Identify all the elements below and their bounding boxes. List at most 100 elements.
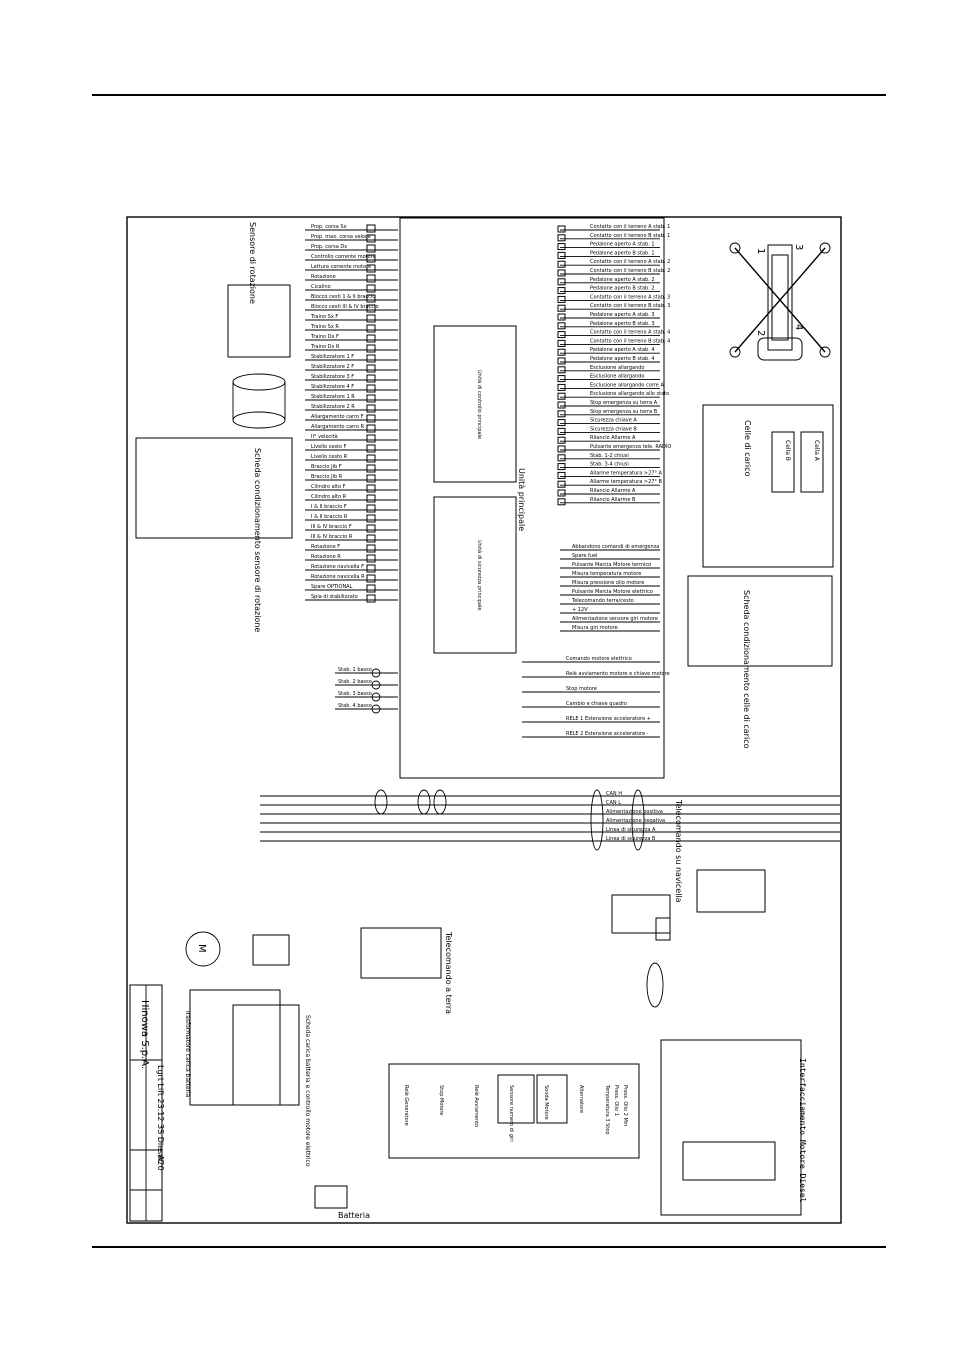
bus-label: Alimentazione negativa	[606, 818, 665, 824]
output-label: Prop. corsa Sx	[311, 224, 347, 230]
input-label: Contatto con il terreno B stab. 3	[590, 303, 670, 309]
output-label: Stabilizzatore 2 F	[311, 364, 354, 370]
output-label: Traino Sx F	[310, 314, 338, 320]
main-unit-label: Unità principale	[517, 468, 526, 531]
relay-label: Stop motore	[566, 686, 597, 692]
header-rule	[92, 94, 886, 96]
input-label: Pedalone aperto B stab. 3	[590, 321, 655, 327]
input-label: Contatto con il terreno B stab. 1	[590, 233, 670, 239]
input-label: Esclusione allargando	[590, 365, 644, 371]
input-label: Stop emergenza su terra B	[590, 409, 658, 415]
input-label: Stab. 3-4 chiusi	[590, 462, 629, 468]
bottom-relay-label: Stop Motore	[438, 1085, 444, 1115]
remote-ground-label: Telecomando a terra	[444, 931, 453, 1014]
output-label: Stabilizzatore 3 F	[311, 374, 354, 380]
load-board-label: Scheda condizionamento celle di carico	[742, 590, 751, 749]
motor-symbol: M	[196, 944, 207, 953]
input-label: Contatto con il terreno A stab. 2	[590, 259, 670, 265]
power-section: M Trasformatore carica batteria Scheda c…	[184, 931, 370, 1220]
drawing-frame	[126, 216, 842, 1224]
remote-radio-label: Telecomando su navicella	[674, 799, 683, 903]
input-c-label: Abbandono comandi di emergenza	[572, 544, 659, 550]
input-c-label: Spare fuel	[572, 553, 597, 559]
output-label: Traino Dx F	[310, 334, 339, 340]
bus-label: CAN L	[606, 800, 621, 806]
model-name: Lgrt Lift 23.12 3S Diesel	[156, 1065, 165, 1161]
input-label: Pedalone aperto B stab. 2	[590, 286, 655, 292]
relay-label: RELE 1 Estensione acceleratore +	[566, 716, 651, 722]
input-label: Contatto con il terreno A stab. 3	[590, 294, 670, 300]
output-label: Blocco cesti III & IV braccio	[311, 304, 379, 310]
output-label: Rotazione navicella F	[311, 564, 364, 570]
lamp-label: Stab. 3 basso	[338, 691, 372, 697]
cell-a-label: Cella A	[813, 440, 820, 462]
outrigger-1: 1	[755, 248, 766, 254]
input-label: Rilancio Allarme B	[590, 497, 636, 503]
load-cells-label: Celle di carico	[743, 420, 752, 476]
output-label: III & IV braccio F	[311, 524, 352, 530]
relay-label: Comando motore elettrico	[566, 656, 632, 662]
motor-interlock: Interfacciamento Motore Diesel	[660, 1039, 807, 1216]
bus-label: Linea di sicurezza B	[606, 836, 656, 842]
output-label: Spare OPTIONAL	[311, 584, 353, 590]
remote-radio: Telecomando su navicella	[611, 799, 766, 1008]
input-c-label: Pulsante Marcia Motore elettrico	[572, 589, 653, 595]
outrigger-icon: 1 2 3 4	[729, 242, 831, 361]
bus-label: Alimentazione positiva	[606, 809, 663, 815]
bus-label: Linea di sicurezza A	[606, 827, 656, 833]
input-c-label: Alimentazione sensore giri motore	[572, 616, 658, 622]
output-label: I & II braccio R	[311, 514, 348, 520]
bottom-relay-label: Sensore numero di giri	[508, 1085, 514, 1142]
input-label: Contatto con il terreno A stab. 4	[590, 330, 670, 336]
bottom-relay-label: Relè Avviamento	[473, 1085, 480, 1127]
input-label: Esclusione allargando allo stato	[590, 391, 669, 397]
cell-b-label: Cella B	[784, 440, 791, 461]
output-label: Stabilizzatore 2 R	[311, 404, 355, 410]
rotation-board-label: Scheda condizionamento sensore di rotazi…	[253, 448, 262, 632]
outrigger-3: 3	[793, 244, 804, 250]
input-label: Sicurezza chiave B	[590, 426, 637, 432]
input-label: Stab. 1-2 chiusi	[590, 453, 629, 459]
output-label: Stabilizzatore 1 R	[311, 394, 355, 400]
output-label: Controllo corrente motore	[311, 254, 376, 260]
input-label: Pedalone aperto A stab. 3	[590, 312, 655, 318]
charger-board-label: Scheda carica batteria e controllo motor…	[304, 1015, 311, 1167]
input-label: Sicurezza chiave A	[590, 418, 637, 424]
output-label: Lettura corrente motore	[311, 264, 371, 270]
output-label: Spia di stabilizzato	[311, 594, 358, 600]
rotation-sensor-label: Sensore di rotazione	[248, 222, 257, 304]
input-label: Contatto con il terreno A stab. 1	[590, 224, 670, 230]
input-label: Pedalone aperto A stab. 2	[590, 277, 655, 283]
outrigger-4: 4	[793, 324, 804, 330]
bottom-sensor-label: Press. Olio 2 Min	[622, 1085, 628, 1126]
input-c-label: Misura temperatura motore	[572, 571, 641, 577]
bottom-relay-label: Alternatore	[578, 1085, 584, 1113]
input-c-label: Pulsante Marcia Motore termico	[572, 562, 651, 568]
main-board-b-label: Unità di sicurezza principale	[476, 540, 483, 610]
main-unit: Unità di controllo principale Unità di s…	[399, 217, 665, 779]
bottom-relay-label: Sonda Motore	[543, 1085, 549, 1120]
input-label: Esclusione allargando	[590, 374, 644, 380]
output-label: Braccio Jib R	[311, 474, 343, 480]
input-label: Contatto con il terreno B stab. 4	[590, 338, 670, 344]
motor-interlock-label: Interfacciamento Motore Diesel	[798, 1058, 807, 1203]
outrigger-2: 2	[755, 330, 766, 336]
lamp-label: Stab. 2 basso	[338, 679, 372, 685]
input-label: Rilancio Allarme A	[590, 435, 636, 441]
input-c-label: + 12V	[572, 607, 588, 613]
output-label: Braccio Jib F	[311, 464, 342, 470]
input-label: Allarme temperatura >27° A	[590, 470, 663, 476]
transformer-label: Trasformatore carica batteria	[184, 1009, 191, 1098]
input-label: Esclusione allargando corre A	[590, 382, 664, 388]
output-label: Cicalino	[311, 284, 331, 290]
input-label: Pedalone aperto B stab. 4	[590, 356, 655, 362]
company-name: Hinowa S.p.A.	[139, 1000, 150, 1069]
output-label: Cilindro alto R	[311, 494, 347, 500]
output-label: Rotazione R	[311, 554, 341, 560]
input-label: Pulsante emergenza tele. RADIO	[590, 444, 671, 450]
bottom-sensor-label: Press. Olio 1	[613, 1085, 619, 1116]
input-label: Stop emergenza su terra A	[590, 400, 658, 406]
output-label: Prop. corsa Dx	[311, 244, 347, 250]
